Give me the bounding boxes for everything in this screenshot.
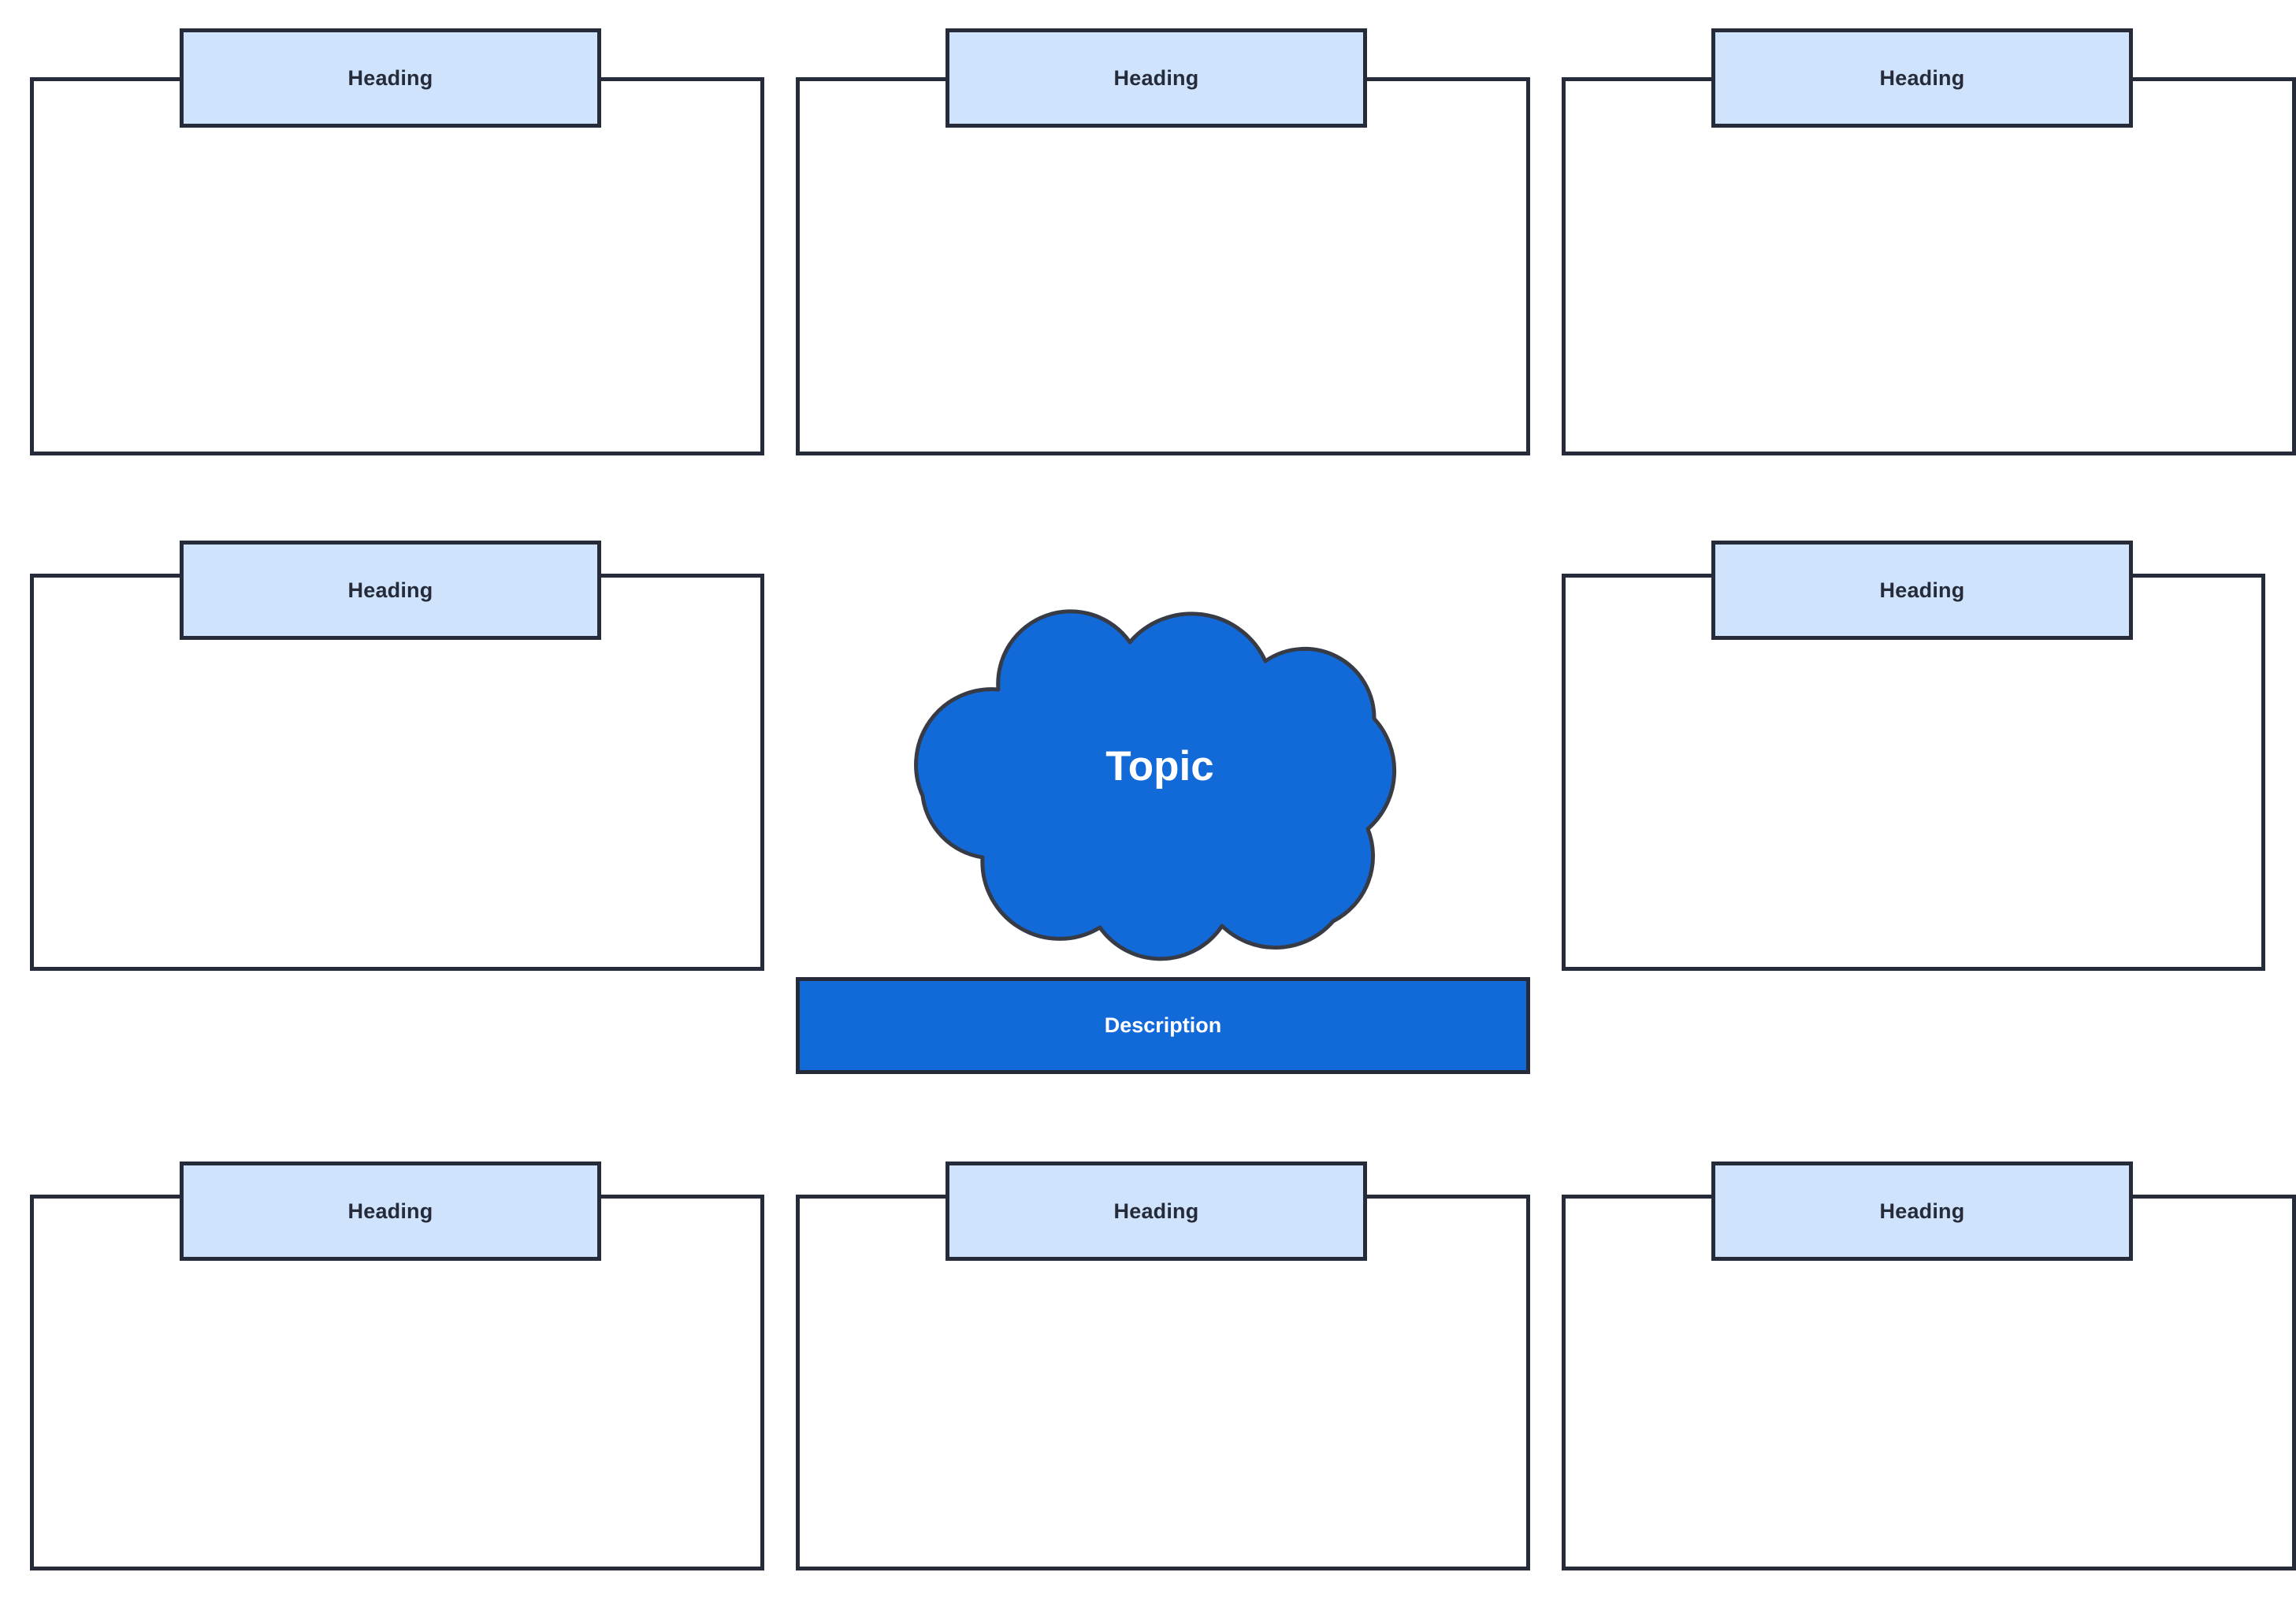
heading-label: Heading <box>1113 1199 1199 1223</box>
heading-label: Heading <box>347 1199 433 1223</box>
note-area-middle-right[interactable] <box>1562 574 2265 971</box>
note-area-top-right[interactable] <box>1562 77 2296 455</box>
heading-label: Heading <box>347 65 433 90</box>
heading-label: Heading <box>1879 65 1965 90</box>
heading-tab-top-left[interactable]: Heading <box>180 28 601 128</box>
topic-cloud[interactable]: Topic <box>895 569 1425 972</box>
cloud-path <box>914 609 1397 961</box>
heading-tab-middle-right[interactable]: Heading <box>1711 541 2133 640</box>
description-label: Description <box>1104 1013 1222 1037</box>
note-area-middle-left[interactable] <box>30 574 764 971</box>
heading-tab-bottom-right[interactable]: Heading <box>1711 1162 2133 1261</box>
heading-tab-middle-left[interactable]: Heading <box>180 541 601 640</box>
cloud-shape-svg <box>914 609 1397 961</box>
heading-label: Heading <box>347 578 433 602</box>
heading-label: Heading <box>1113 65 1199 90</box>
heading-tab-bottom-center[interactable]: Heading <box>946 1162 1367 1261</box>
heading-label: Heading <box>1879 1199 1965 1223</box>
heading-tab-top-center[interactable]: Heading <box>946 28 1367 128</box>
description-bar[interactable]: Description <box>796 977 1530 1074</box>
heading-label: Heading <box>1879 578 1965 602</box>
note-area-top-left[interactable] <box>30 77 764 455</box>
note-area-top-center[interactable] <box>796 77 1530 455</box>
heading-tab-top-right[interactable]: Heading <box>1711 28 2133 128</box>
heading-tab-bottom-left[interactable]: Heading <box>180 1162 601 1261</box>
topic-label-wrap: Topic <box>895 745 1425 787</box>
topic-label: Topic <box>1105 743 1214 790</box>
